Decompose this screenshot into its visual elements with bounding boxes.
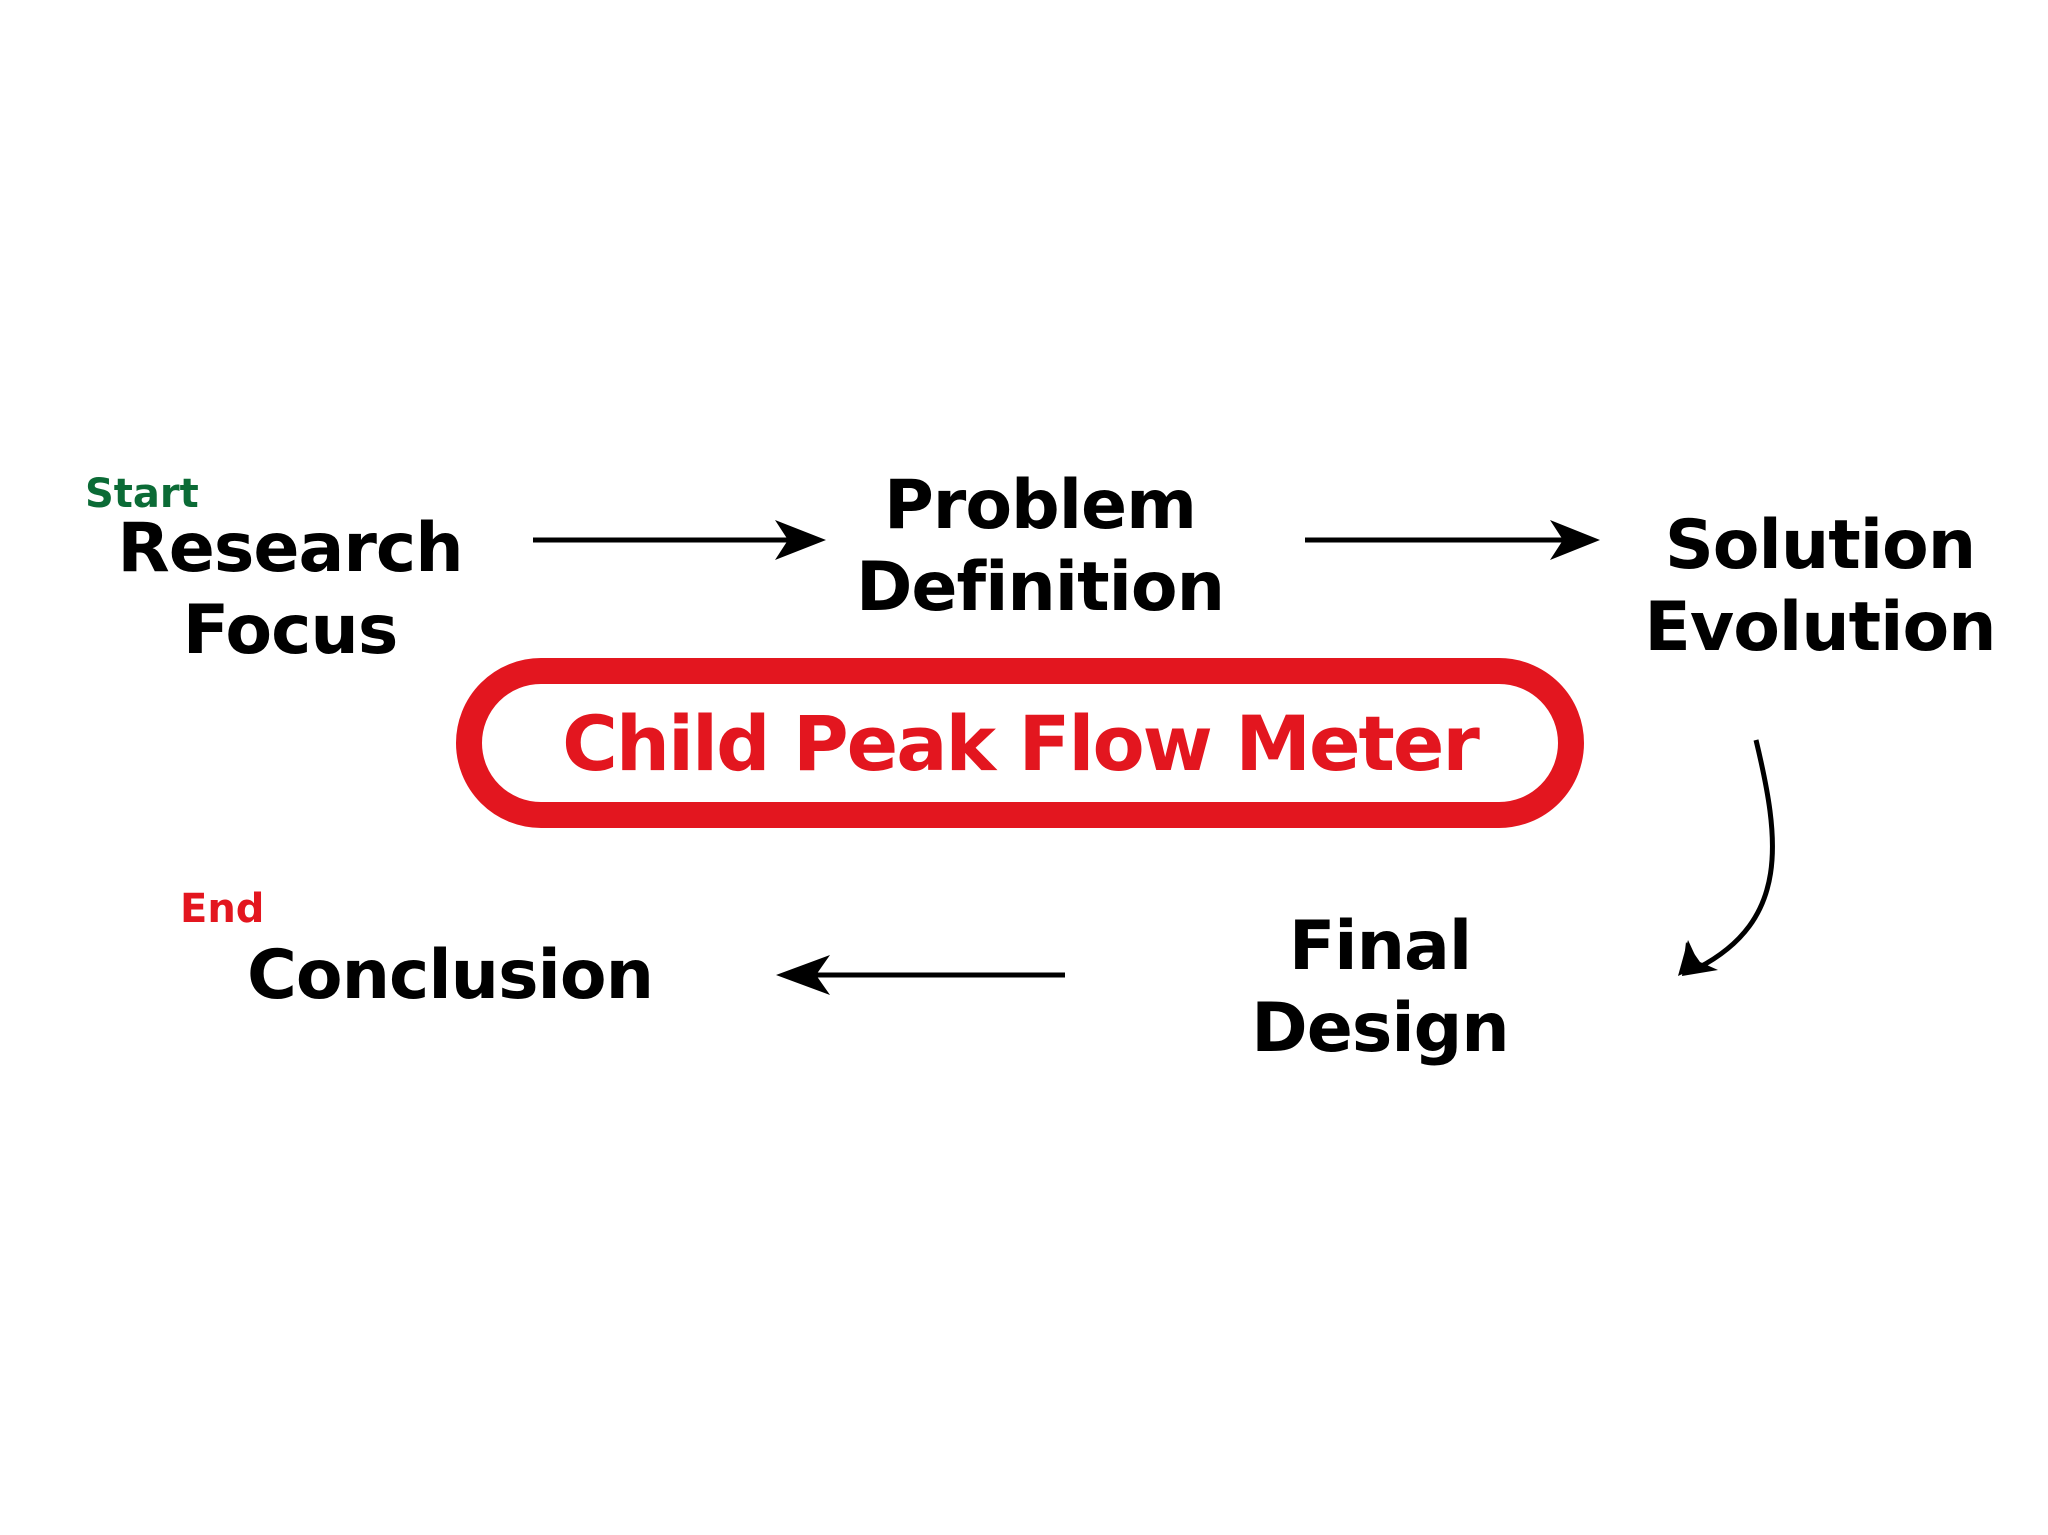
node-problem-line2: Definition bbox=[855, 548, 1225, 627]
center-title: Child Peak Flow Meter bbox=[562, 698, 1480, 788]
arrow-solution-to-final bbox=[1678, 739, 1775, 976]
node-final-line2: Design bbox=[1251, 989, 1509, 1068]
node-final-design: Final Design bbox=[1200, 906, 1560, 1070]
node-research-line2: Focus bbox=[182, 591, 399, 670]
node-problem-line1: Problem bbox=[883, 466, 1197, 545]
node-research-line1: Research bbox=[117, 509, 463, 588]
node-final-line1: Final bbox=[1288, 907, 1472, 986]
arrow-problem-to-solution bbox=[1305, 520, 1600, 560]
start-label: Start bbox=[85, 471, 199, 517]
arrow-research-to-problem bbox=[533, 520, 826, 560]
node-conclusion-line1: Conclusion bbox=[247, 936, 654, 1015]
center-title-pill: Child Peak Flow Meter bbox=[456, 658, 1584, 828]
node-solution-evolution: Solution Evolution bbox=[1595, 505, 2045, 669]
end-label: End bbox=[180, 886, 265, 932]
arrow-final-to-conclusion bbox=[776, 955, 1065, 995]
node-solution-line1: Solution bbox=[1664, 506, 1976, 585]
node-research-focus: Research Focus bbox=[80, 508, 500, 672]
node-problem-definition: Problem Definition bbox=[800, 465, 1280, 629]
node-conclusion: Conclusion bbox=[170, 935, 730, 1017]
node-solution-line2: Evolution bbox=[1644, 588, 1996, 667]
